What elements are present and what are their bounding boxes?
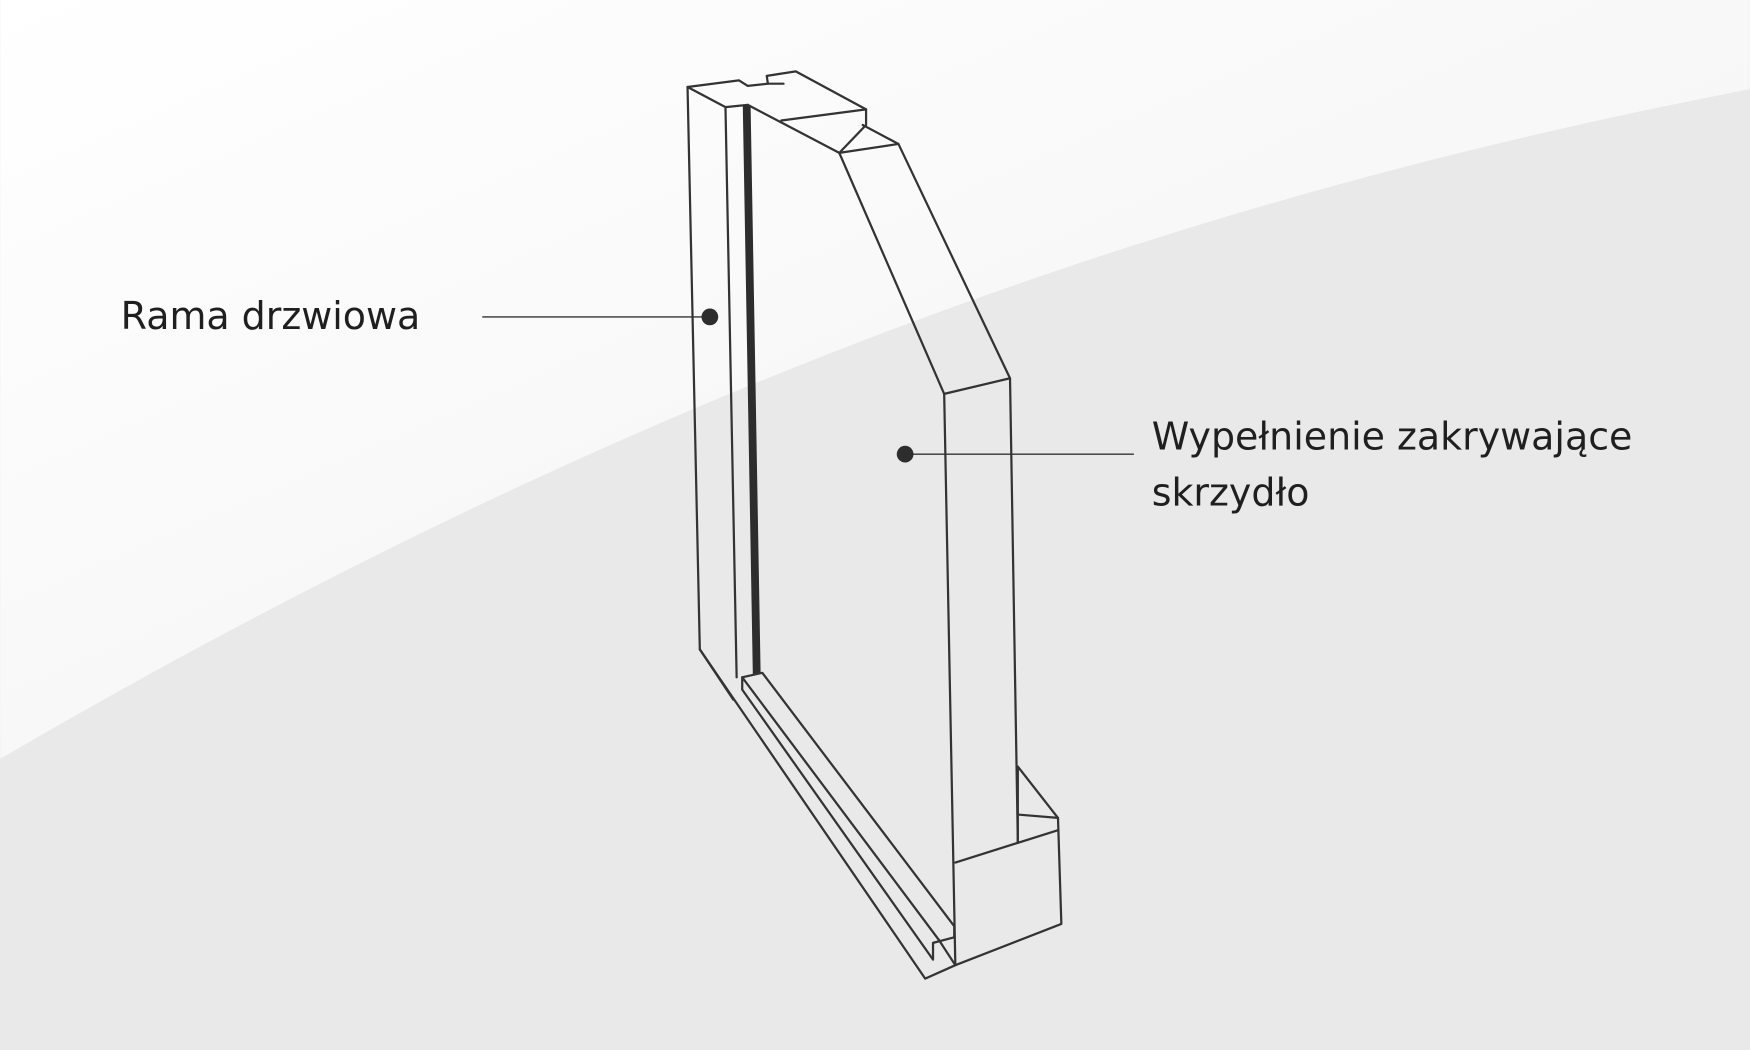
label-frame: Rama drzwiowa	[121, 294, 421, 338]
frame-top-edge	[780, 108, 868, 122]
frame-inner-edge	[724, 106, 738, 679]
bottom-edge	[1016, 813, 1060, 820]
leaf-top	[746, 103, 900, 154]
door-frame-drawing	[686, 70, 1063, 980]
seal-strip	[742, 104, 761, 675]
background-highlight	[0, 0, 1750, 759]
bead-end	[937, 938, 957, 967]
label-infill-line1: Wypełnienie zakrywające	[1152, 415, 1633, 459]
frame-top	[686, 70, 868, 154]
callout-infill: Wypełnienie zakrywające skrzydło	[896, 415, 1633, 514]
callout-dot	[701, 308, 719, 326]
frame-edge	[698, 648, 735, 701]
frame-outline	[686, 85, 1063, 980]
callout-frame: Rama drzwiowa	[121, 294, 719, 338]
callout-dot	[896, 445, 914, 463]
leaf-front-edge	[943, 392, 957, 967]
leaf-back-edge	[1008, 377, 1019, 844]
bead	[741, 671, 956, 961]
bottom-block	[954, 829, 1060, 864]
label-infill-line2: skrzydło	[1152, 470, 1310, 514]
bead-inner	[741, 676, 940, 941]
leaf-face	[838, 142, 1012, 396]
